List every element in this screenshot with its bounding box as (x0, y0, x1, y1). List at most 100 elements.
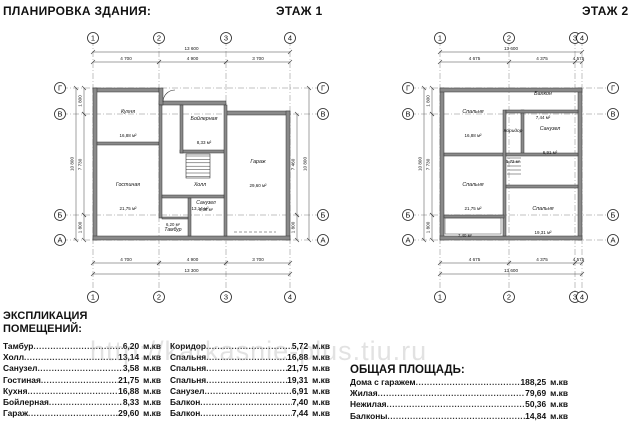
room-bathroom-2-name: Санузел (540, 126, 561, 132)
explication-title-line1: ЭКСПЛИКАЦИЯ (3, 310, 88, 322)
total-area-unit: м.кв (550, 377, 568, 387)
dimension-right-label: 7 460 (291, 158, 296, 170)
dimension-tick (223, 59, 229, 65)
dimension-tick (81, 111, 87, 117)
total-area-room-area: 50,36 (525, 399, 547, 410)
dot-leader (378, 388, 526, 399)
dimension-top-label: 4 375 (536, 56, 548, 61)
room-living-area: 21,75 м² (119, 206, 137, 211)
wall (502, 109, 507, 237)
dimension-tick (156, 59, 162, 65)
explication-room-name: Гостиная (3, 374, 41, 385)
total-area-room-name: Балконы (350, 410, 388, 421)
room-bathroom-name: Санузел (196, 200, 216, 206)
explication-room-name: Гараж (3, 408, 29, 419)
explication-room-area: 29,60 (118, 408, 140, 419)
axis-bubble-left (54, 234, 66, 246)
wall (179, 149, 227, 154)
wall (92, 87, 98, 241)
dimension-tick (90, 260, 96, 266)
explication-room-name: Спальня (170, 363, 207, 374)
room-bedroom-3-name: Спальня (532, 206, 553, 212)
axis-bubble-bottom (87, 291, 99, 303)
dimension-tick (579, 260, 585, 266)
wall (158, 104, 163, 219)
room-bathroom-2-area: 6,91 м² (543, 150, 558, 155)
axis-bubble-bottom (434, 291, 446, 303)
explication-room-area: 21,75 (118, 374, 140, 385)
dot-leader (200, 408, 292, 419)
explication-unit: м.кв (143, 352, 161, 363)
wall (505, 184, 579, 189)
axis-bubble-left-label: В (57, 110, 62, 119)
dimension-tick (287, 260, 293, 266)
room-hall-name: Холл (193, 182, 206, 188)
dimension-top-label: 4 700 (120, 56, 132, 61)
dimension-tick (287, 271, 293, 277)
axis-bubble-left-label: Б (58, 211, 63, 220)
room-balcony-2-name: Балкон (534, 91, 552, 97)
dimension-tick (223, 260, 229, 266)
wall (285, 110, 291, 241)
wall (225, 110, 291, 116)
dimension-tick (294, 212, 300, 218)
dimension-top-total-label: 13 600 (184, 46, 198, 51)
axis-bubble-right-label: В (610, 110, 615, 119)
wall (161, 194, 225, 199)
axis-bubble-right-label: В (320, 110, 325, 119)
total-area-unit: м.кв (550, 388, 568, 399)
dot-leader (387, 411, 525, 422)
axis-bubble-bottom (576, 291, 588, 303)
dimension-tick (81, 85, 87, 91)
axis-bubble-right-label: А (610, 236, 615, 245)
dot-leader (41, 375, 118, 386)
dimension-tick (294, 237, 300, 243)
dimension-left-label: 1 800 (426, 95, 431, 107)
total-area-room-name: Нежилая (350, 399, 387, 410)
dimension-top-total-label: 13 600 (504, 46, 518, 51)
dimension-tick (287, 49, 293, 55)
axis-bubble-left (402, 209, 414, 221)
dot-leader (206, 341, 292, 352)
dimension-bottom-label: 4 900 (187, 257, 199, 262)
dot-leader (204, 386, 291, 397)
explication-room-name: Санузел (3, 363, 38, 374)
axis-bubble-left-label: А (405, 236, 410, 245)
axis-bubble-left (54, 108, 66, 120)
axis-bubble-bottom-label: 1 (438, 293, 442, 302)
explication-unit: м.кв (312, 341, 330, 351)
explication-room-name: Бойлерная (3, 397, 49, 408)
axis-bubble-left-label: А (57, 236, 62, 245)
axis-bubble-bottom (503, 291, 515, 303)
wall (92, 235, 291, 241)
dot-leader (27, 386, 118, 397)
dimension-left-label: 7 730 (78, 158, 83, 170)
axis-bubble-left-label: Б (406, 211, 411, 220)
axis-bubble-right-label: Б (611, 211, 616, 220)
explication-room-area: 13,14 (118, 352, 140, 363)
wall (223, 104, 228, 237)
balcony-front (444, 217, 502, 235)
dimension-right-label: 1 800 (291, 221, 296, 233)
page-title: ПЛАНИРОВКА ЗДАНИЯ: (3, 4, 152, 18)
explication-unit: м.кв (312, 374, 330, 385)
axis-bubble-top (87, 32, 99, 44)
dimension-top-label: 4 900 (187, 56, 199, 61)
dimension-tick (429, 212, 435, 218)
dimension-tick (306, 85, 312, 91)
explication-unit: м.кв (143, 341, 161, 351)
dimension-bottom-total-label: 13 300 (184, 268, 198, 273)
dimension-tick (81, 237, 87, 243)
wall (443, 214, 505, 219)
dimension-top-label: 4 675 (469, 56, 481, 61)
axis-bubble-right (317, 82, 329, 94)
dimension-left-label: 1 800 (78, 95, 83, 107)
axis-bubble-bottom-label: 3 (224, 293, 228, 302)
total-area-unit: м.кв (550, 399, 568, 410)
axis-bubble-left (402, 82, 414, 94)
